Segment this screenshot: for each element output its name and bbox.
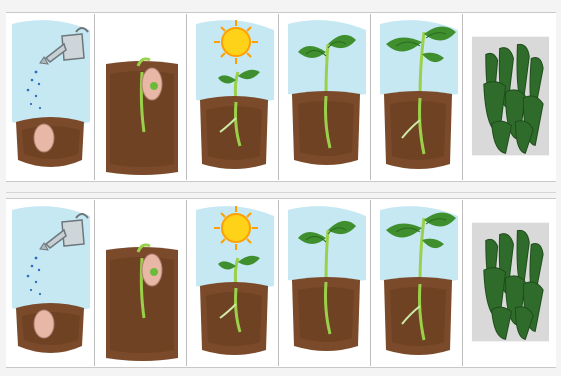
panel-seedling-with-sun [190, 200, 279, 366]
life-cycle-strip-1 [6, 12, 556, 182]
young-plant-illustration [282, 14, 370, 180]
panel-mature-plant [374, 14, 463, 180]
bean-pods-illustration [466, 14, 554, 180]
panel-watering-seed [6, 14, 95, 180]
sprouting-seed-illustration [98, 200, 186, 366]
panel-watering-seed [6, 200, 95, 366]
mature-plant-illustration [374, 200, 462, 366]
panel-mature-plant [374, 200, 463, 366]
sprouting-seed-illustration [98, 14, 186, 180]
panel-young-plant [282, 200, 371, 366]
watering-seed-illustration [6, 14, 94, 180]
panel-sprouting-seed [98, 14, 187, 180]
strip-separator [6, 192, 556, 193]
panel-bean-pods [466, 14, 555, 180]
seedling-with-sun-illustration [190, 14, 278, 180]
panel-sprouting-seed [98, 200, 187, 366]
panel-young-plant [282, 14, 371, 180]
life-cycle-strip-2 [6, 198, 556, 368]
young-plant-illustration [282, 200, 370, 366]
watering-seed-illustration [6, 200, 94, 366]
panel-seedling-with-sun [190, 14, 279, 180]
seedling-with-sun-illustration [190, 200, 278, 366]
bean-pods-illustration [466, 200, 554, 366]
mature-plant-illustration [374, 14, 462, 180]
panel-bean-pods [466, 200, 555, 366]
